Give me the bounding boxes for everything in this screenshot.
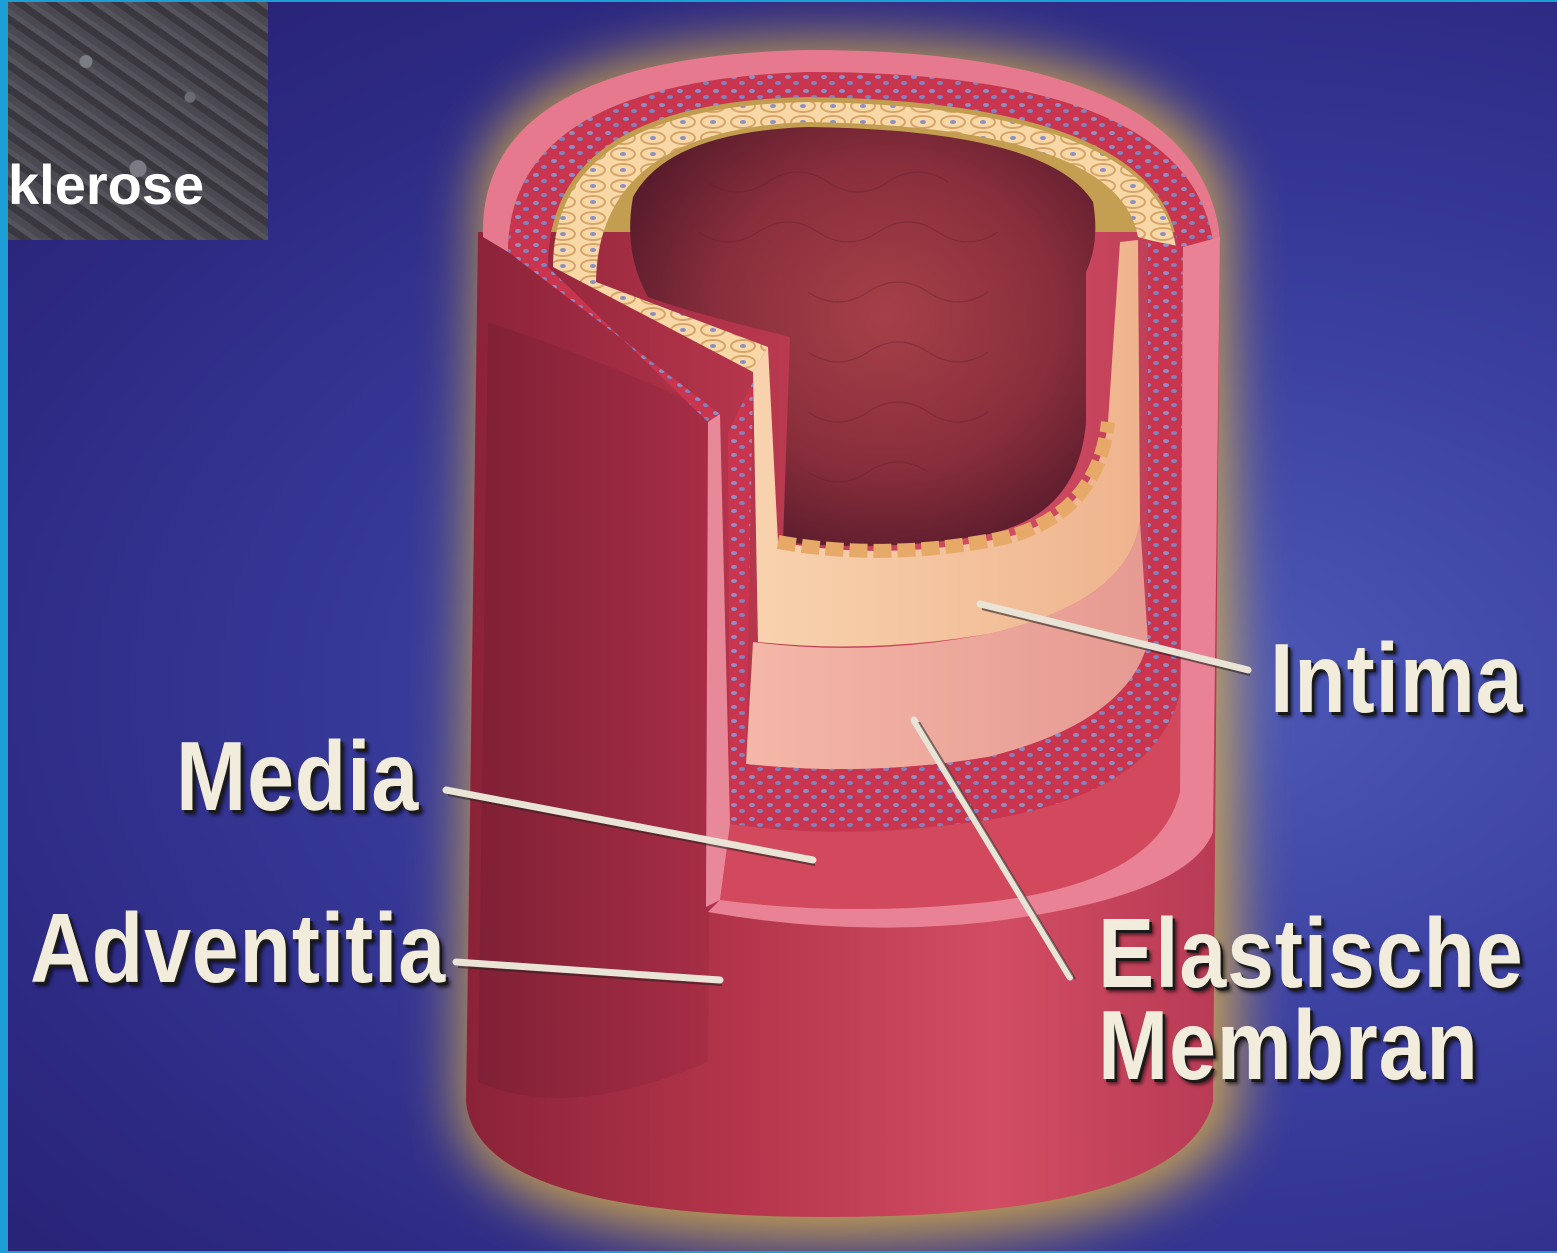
- diagram-canvas: klerose: [8, 2, 1557, 1251]
- label-adventitia: Adventitia: [30, 892, 446, 1005]
- label-elastic-membrane-line2: Membran: [1098, 999, 1524, 1091]
- label-intima: Intima: [1270, 622, 1523, 735]
- label-media: Media: [176, 720, 419, 833]
- label-elastic-membrane: Elastische Membran: [1098, 907, 1524, 1091]
- label-elastic-membrane-line1: Elastische: [1098, 907, 1524, 999]
